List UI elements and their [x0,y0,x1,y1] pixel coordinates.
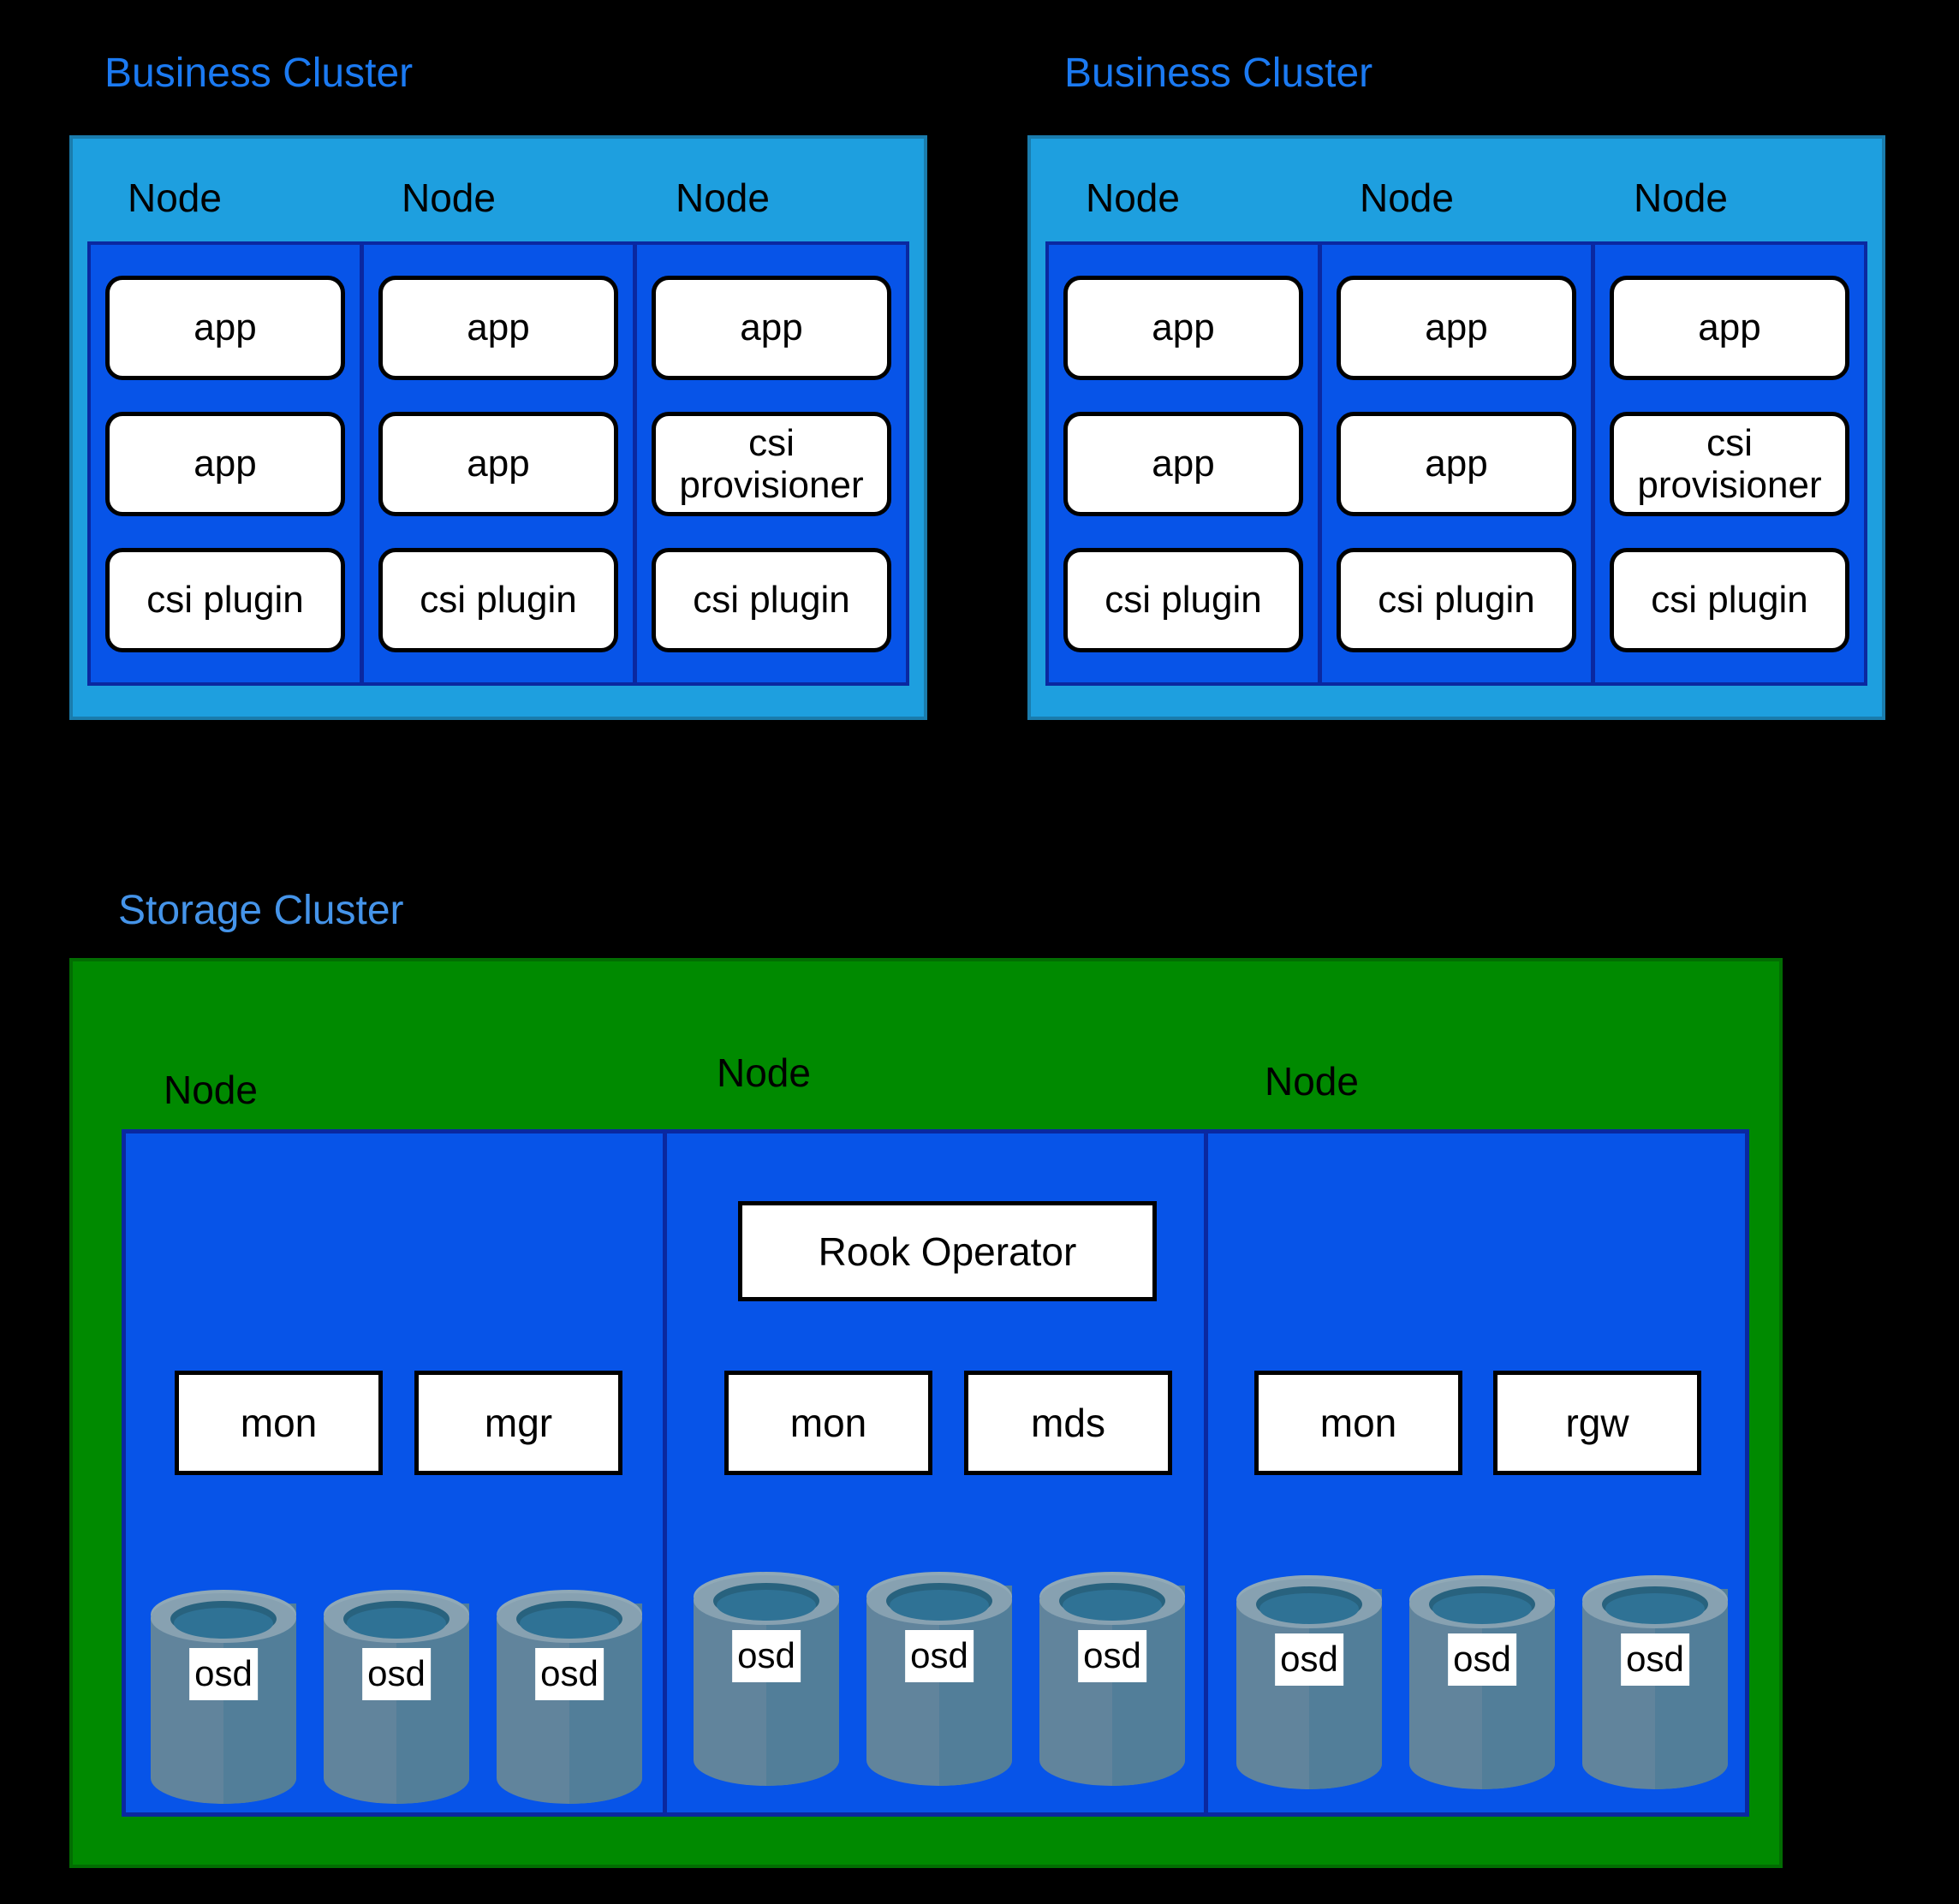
osd-cylinder-icon: osd [866,1568,1012,1787]
pod-app: app [105,276,345,380]
osd-label: osd [1275,1633,1343,1686]
pod-csi-plugin: csi plugin [1063,548,1303,652]
pod-app: app [1063,276,1303,380]
osd-label: osd [535,1648,604,1700]
pod-csi-plugin: csi plugin [1610,548,1849,652]
rook-operator-box: Rook Operator [738,1201,1157,1301]
mds-box: mds [964,1371,1172,1475]
pod-csi-plugin: csi plugin [105,548,345,652]
pod-app: app [1337,276,1576,380]
storage-cluster: Node Node Node Rook Operator mon mgr mon… [69,958,1783,1868]
osd-label: osd [1621,1633,1689,1686]
pod-csi-plugin: csi plugin [378,548,618,652]
pod-app: app [1063,412,1303,516]
osd-cylinder-icon: osd [324,1586,469,1805]
pod-csi-plugin: csi plugin [1337,548,1576,652]
node-label: Node [402,176,496,220]
osd-cylinder-icon: osd [151,1586,296,1805]
node-column: app csi provisioner csi plugin [1595,245,1864,682]
mgr-box: mgr [414,1371,622,1475]
business-cluster-1-title: Business Cluster [104,51,414,96]
osd-cylinder-icon: osd [1582,1572,1728,1790]
pod-app: app [1337,412,1576,516]
node-columns: app app csi plugin app app csi plugin ap… [1045,241,1867,686]
osd-label: osd [1078,1630,1146,1682]
rgw-box: rgw [1493,1371,1701,1475]
osd-label: osd [905,1630,974,1682]
osd-cylinder-icon: osd [1039,1568,1185,1787]
pod-app: app [378,412,618,516]
pod-csi-provisioner: csi provisioner [1610,412,1849,516]
pod-csi-plugin: csi plugin [652,548,891,652]
storage-cluster-title: Storage Cluster [118,888,404,933]
osd-cylinder-icon: osd [1409,1572,1555,1790]
node-column: app app csi plugin [1322,245,1591,682]
osd-label: osd [732,1630,801,1682]
node-label: Node [164,1068,258,1112]
node-label: Node [128,176,222,220]
business-cluster-2-title: Business Cluster [1064,51,1373,96]
mon-box: mon [175,1371,383,1475]
node-column: app app csi plugin [1049,245,1318,682]
node-columns: app app csi plugin app app csi plugin ap… [87,241,909,686]
osd-cylinder-icon: osd [694,1568,839,1787]
osd-label: osd [189,1648,258,1700]
node-label: Node [1086,176,1180,220]
pod-app: app [652,276,891,380]
pod-app: app [105,412,345,516]
pod-app: app [1610,276,1849,380]
node-label: Node [1265,1059,1359,1104]
node-column: app app csi plugin [364,245,633,682]
osd-label: osd [1448,1633,1516,1686]
pod-csi-provisioner: csi provisioner [652,412,891,516]
business-cluster-1: Node Node Node app app csi plugin app ap… [69,135,927,720]
node-label: Node [676,176,770,220]
node-column: app csi provisioner csi plugin [637,245,906,682]
mon-box: mon [1254,1371,1462,1475]
node-label: Node [1360,176,1454,220]
osd-label: osd [362,1648,431,1700]
mon-box: mon [724,1371,932,1475]
node-label: Node [717,1050,811,1095]
node-label: Node [1634,176,1728,220]
osd-cylinder-icon: osd [497,1586,642,1805]
node-column: app app csi plugin [91,245,360,682]
pod-app: app [378,276,618,380]
business-cluster-2: Node Node Node app app csi plugin app ap… [1027,135,1885,720]
osd-cylinder-icon: osd [1236,1572,1382,1790]
